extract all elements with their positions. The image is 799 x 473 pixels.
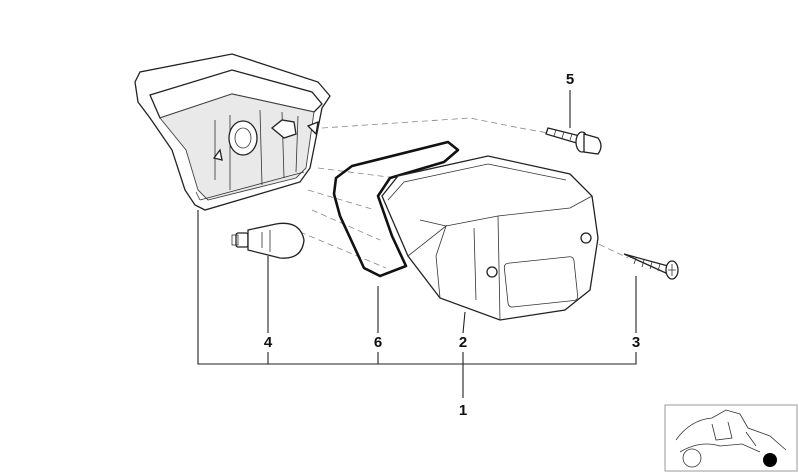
location-marker-icon bbox=[763, 453, 777, 467]
lens-screw bbox=[623, 253, 679, 280]
lens bbox=[381, 155, 599, 321]
callout-bolt: 5 bbox=[566, 71, 574, 88]
callout-lens: 2 bbox=[459, 334, 467, 351]
gasket bbox=[332, 140, 460, 278]
bolt bbox=[545, 127, 602, 155]
callout-gasket: 6 bbox=[374, 334, 382, 351]
callout-housing-assembly: 1 bbox=[459, 402, 467, 419]
taillight-housing bbox=[134, 53, 331, 211]
assembly-guide-lines bbox=[299, 117, 629, 269]
callout-lens-screw: 3 bbox=[632, 334, 640, 351]
bulb bbox=[231, 222, 305, 259]
location-thumbnail bbox=[664, 404, 798, 472]
leader-lines bbox=[197, 90, 637, 398]
callout-bulb: 4 bbox=[264, 334, 273, 351]
